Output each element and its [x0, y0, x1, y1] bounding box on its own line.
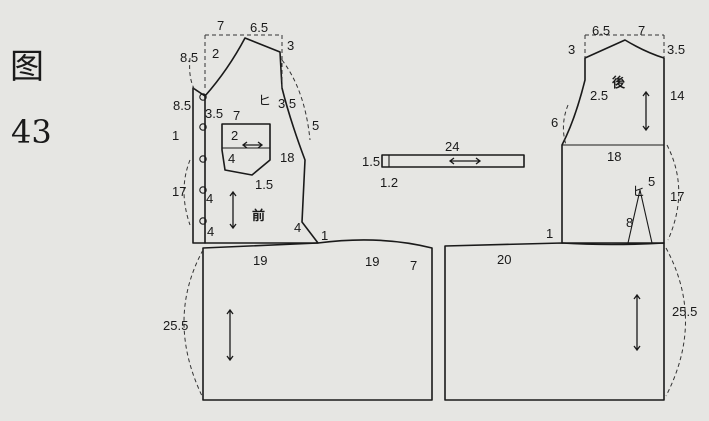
- dim-back-neck-width: 6.5: [592, 23, 610, 38]
- dim-back-width: 18: [607, 149, 621, 164]
- dim-front-side: 17: [172, 184, 186, 199]
- dim-neck-width: 7: [217, 18, 224, 33]
- dim-belt-end: 1.2: [380, 175, 398, 190]
- dim-back-dart-8: 8: [626, 215, 633, 230]
- dim-pocket-depth: 4: [228, 151, 235, 166]
- dim-back-shoulder-width: 7: [638, 23, 645, 38]
- dim-skirt-front-corner: 7: [410, 258, 417, 273]
- dim-dart: 4: [294, 220, 301, 235]
- guide-curve: [665, 247, 686, 397]
- button: [199, 217, 207, 225]
- dim-front-width: 18: [280, 150, 294, 165]
- button: [199, 155, 207, 163]
- dim-back-dart-5: 5: [648, 174, 655, 189]
- back-dart: [627, 189, 653, 244]
- dim-skirt-front-length: 25.5: [163, 318, 188, 333]
- front-skirt-outline: [202, 239, 433, 401]
- figure-title: 图: [10, 47, 44, 87]
- dim-neck-curve: 2: [212, 46, 219, 61]
- front-pocket: [221, 123, 271, 176]
- guide-curve: [666, 144, 680, 241]
- front-skirt-grain-arrow: [226, 308, 234, 362]
- back-grain-arrow: [642, 90, 650, 132]
- dim-back-hem-left: 1: [546, 226, 553, 241]
- belt-outline: [381, 154, 525, 168]
- dim-shoulder-width: 6.5: [250, 20, 268, 35]
- dim-skirt-back-length: 25.5: [672, 304, 697, 319]
- dim-armhole-a: 3.5: [278, 96, 296, 111]
- dim-shoulder-drop: 3: [287, 38, 294, 53]
- dim-back-side-17: 17: [670, 189, 684, 204]
- back-skirt-outline: [444, 242, 665, 401]
- dim-button-gap: 4: [206, 191, 213, 206]
- dim-overlap: 1: [172, 128, 179, 143]
- back-bodice-outline: [561, 39, 665, 244]
- front-pocket-mark: ヒ: [258, 93, 271, 108]
- dim-hem: 4: [207, 224, 214, 239]
- front-bodice-outline: [192, 37, 319, 244]
- guide-curve: [281, 59, 311, 141]
- dim-back-side-14: 14: [670, 88, 684, 103]
- back-label: 後: [612, 75, 626, 91]
- front-bodice: 前 ヒ 7 6.5 3 8.5 2 8.5 3.5 7 3.5 5 1 2 4 …: [172, 18, 328, 244]
- back-skirt: 20 25.5: [444, 242, 697, 401]
- dim-belt-length: 24: [445, 139, 459, 154]
- front-neck-tip: [192, 87, 206, 97]
- dim-skirt-back-width: 20: [497, 252, 511, 267]
- front-label: 前: [252, 208, 265, 224]
- figure-number: 43: [11, 113, 52, 151]
- back-dart-mark: ヒ: [632, 184, 645, 199]
- dim-front-right: 1: [321, 228, 328, 243]
- button: [199, 186, 207, 194]
- button: [199, 123, 207, 131]
- belt-piece: 24 1.5 1.2: [362, 139, 525, 190]
- dim-pocket-slant: 1.5: [255, 177, 273, 192]
- dim-back-shoulder-drop-right: 3.5: [667, 42, 685, 57]
- button: [199, 93, 207, 101]
- front-skirt: 19 19 7 25.5: [163, 239, 433, 401]
- guide-curve: [189, 57, 197, 93]
- dim-pocket-width: 7: [233, 108, 240, 123]
- guide-curve: [183, 159, 191, 226]
- pocket-grain-arrow: [241, 141, 264, 149]
- guide-curve: [562, 104, 569, 146]
- dim-armhole-b: 5: [312, 118, 319, 133]
- dim-back-armhole: 2.5: [590, 88, 608, 103]
- back-bodice: 後 ヒ 6.5 7 3 3.5 2.5 6 14 18 5 8 17 1: [546, 23, 685, 244]
- dim-belt-width: 1.5: [362, 154, 380, 169]
- dim-skirt-front-width-b: 19: [365, 254, 379, 269]
- dim-pocket-flap: 2: [231, 128, 238, 143]
- dim-neck-depth: 8.5: [180, 50, 198, 65]
- back-skirt-grain-arrow: [633, 293, 641, 352]
- dim-top-margin: 8.5: [173, 98, 191, 113]
- guide-curve: [183, 249, 204, 399]
- dim-back-armhole-depth: 6: [551, 115, 558, 130]
- front-buttons: [199, 93, 207, 225]
- belt-grain-arrow: [448, 157, 482, 165]
- dim-pocket-top: 3.5: [205, 106, 223, 121]
- dim-back-shoulder-drop-left: 3: [568, 42, 575, 57]
- dim-skirt-front-width-a: 19: [253, 253, 267, 268]
- front-grain-arrow: [229, 190, 237, 230]
